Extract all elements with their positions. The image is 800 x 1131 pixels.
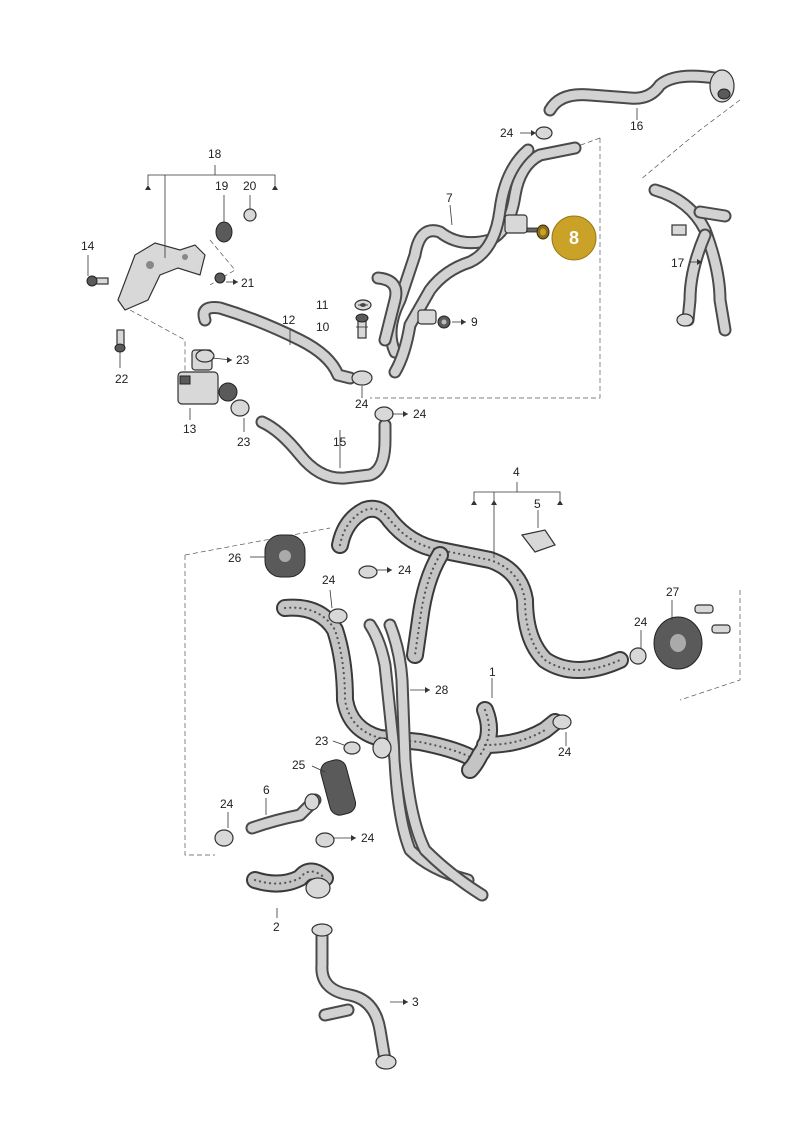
leader-lines [87, 108, 702, 1003]
clamps-lower[interactable] [214, 565, 647, 848]
label-28[interactable]: 28 [435, 683, 449, 697]
part-15-hose[interactable] [255, 415, 392, 485]
part-3-pipe[interactable] [311, 923, 397, 1070]
highlight-badge-8[interactable]: 8 [551, 215, 597, 261]
clamps-upper[interactable] [195, 126, 553, 422]
part-labels: 18 19 20 21 14 22 23 13 23 12 15 7 24 16… [81, 119, 685, 1009]
label-13[interactable]: 13 [183, 422, 197, 436]
label-27[interactable]: 27 [666, 585, 680, 599]
label-9[interactable]: 9 [471, 315, 478, 329]
label-18[interactable]: 18 [208, 147, 222, 161]
label-12[interactable]: 12 [282, 313, 296, 327]
label-24-f[interactable]: 24 [634, 615, 648, 629]
part-26-flange[interactable] [264, 534, 306, 578]
label-17[interactable]: 17 [671, 256, 685, 270]
lower-hose-assembly[interactable] [245, 499, 629, 902]
label-2[interactable]: 2 [273, 920, 280, 934]
part-10-bolt[interactable] [355, 313, 369, 339]
label-24-c[interactable]: 24 [413, 407, 427, 421]
label-24-g[interactable]: 24 [558, 745, 572, 759]
part-17-pipe[interactable] [648, 183, 732, 337]
part-14-bolt[interactable] [86, 275, 109, 287]
label-24-b[interactable]: 24 [355, 397, 369, 411]
arrow-heads [145, 130, 702, 1005]
label-24-a[interactable]: 24 [500, 126, 514, 140]
part-13-coolant-pump[interactable] [177, 349, 238, 405]
label-16[interactable]: 16 [630, 119, 644, 133]
label-24-h[interactable]: 24 [220, 797, 234, 811]
label-24-e[interactable]: 24 [322, 573, 336, 587]
part-25-flange[interactable] [318, 758, 357, 818]
label-24-i[interactable]: 24 [361, 831, 375, 845]
label-23-b[interactable]: 23 [237, 435, 251, 449]
label-26[interactable]: 26 [228, 551, 242, 565]
part-27-flange[interactable] [653, 604, 731, 670]
label-15[interactable]: 15 [333, 435, 347, 449]
highlight-label: 8 [569, 228, 579, 248]
part-8-bolt-highlighted[interactable] [526, 224, 550, 240]
label-25[interactable]: 25 [292, 758, 306, 772]
label-4[interactable]: 4 [513, 465, 520, 479]
label-24-d[interactable]: 24 [398, 563, 412, 577]
part-7-twin-pipes[interactable] [371, 141, 582, 379]
label-19[interactable]: 19 [215, 179, 229, 193]
label-3[interactable]: 3 [412, 995, 419, 1009]
part-20-grommet[interactable] [243, 208, 257, 222]
label-14[interactable]: 14 [81, 239, 95, 253]
label-10[interactable]: 10 [316, 320, 330, 334]
part-12-hose[interactable] [197, 301, 357, 385]
part-18-bracket[interactable] [117, 242, 206, 311]
label-22[interactable]: 22 [115, 372, 129, 386]
part-9-nut[interactable] [437, 315, 451, 329]
part-21-nut[interactable] [214, 272, 226, 284]
part-16-coolant-pipe[interactable] [543, 69, 735, 117]
label-23-a[interactable]: 23 [236, 353, 250, 367]
label-23-c[interactable]: 23 [315, 734, 329, 748]
label-6[interactable]: 6 [263, 783, 270, 797]
label-11[interactable]: 11 [316, 298, 329, 312]
label-7[interactable]: 7 [446, 191, 453, 205]
label-5[interactable]: 5 [534, 497, 541, 511]
part-19-grommet[interactable] [215, 221, 233, 243]
label-21[interactable]: 21 [241, 276, 255, 290]
part-5-clip[interactable] [520, 529, 556, 553]
part-22-bolt[interactable] [114, 329, 126, 353]
label-20[interactable]: 20 [243, 179, 257, 193]
label-1[interactable]: 1 [489, 665, 496, 679]
